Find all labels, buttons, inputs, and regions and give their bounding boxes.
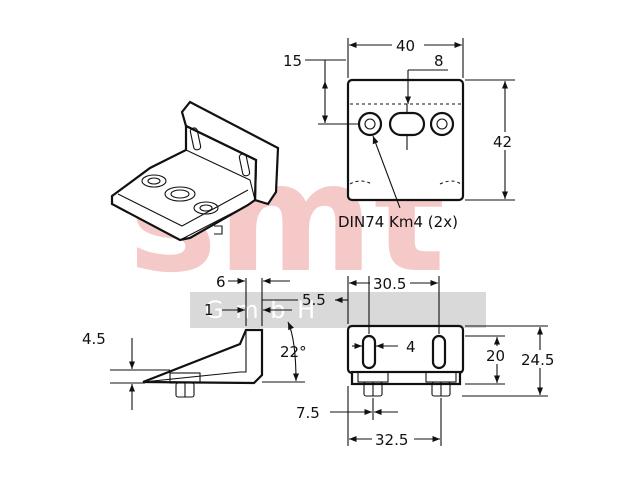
dim-slot-8: 8 xyxy=(434,52,444,70)
iso-slot-right xyxy=(238,153,251,177)
watermark-sub: G m b H xyxy=(205,296,317,324)
dim-30-5: 30.5 xyxy=(373,275,406,293)
front-view: 30.5 4 20 24.5 7.5 32.5 xyxy=(296,274,560,449)
dim-20: 20 xyxy=(486,347,505,365)
iso-slot-center xyxy=(164,186,196,202)
dim-offset-15: 15 xyxy=(283,52,302,70)
dim-height-42: 42 xyxy=(493,133,512,151)
dim-4: 4 xyxy=(406,338,416,356)
front-base xyxy=(350,370,462,386)
callout-din74: DIN74 Km4 (2x) xyxy=(338,213,458,231)
top-view-outline xyxy=(346,78,465,202)
front-slot-right xyxy=(431,334,447,370)
isometric-view xyxy=(110,100,280,242)
front-slot-left xyxy=(361,334,377,370)
dim-1: 1 xyxy=(204,301,214,319)
dim-6: 6 xyxy=(216,273,226,291)
dim-24-5: 24.5 xyxy=(521,351,554,369)
dim-32-5: 32.5 xyxy=(375,431,408,449)
top-slot-center xyxy=(388,111,426,137)
side-view: 6 1 5.5 4.5 22° xyxy=(82,273,348,410)
top-view: 40 8 15 42 DIN74 Km4 (2x) xyxy=(283,36,518,231)
dim-angle-22: 22° xyxy=(280,343,307,361)
dim-width-40: 40 xyxy=(396,37,415,55)
dim-5-5: 5.5 xyxy=(302,291,326,309)
dim-7-5: 7.5 xyxy=(296,404,320,422)
top-hole-right xyxy=(429,111,455,137)
iso-slot-left xyxy=(189,127,202,151)
dim-4-5: 4.5 xyxy=(82,330,106,348)
side-profile xyxy=(142,328,264,385)
iso-hole-right xyxy=(193,201,219,215)
iso-hole-left xyxy=(141,174,167,188)
